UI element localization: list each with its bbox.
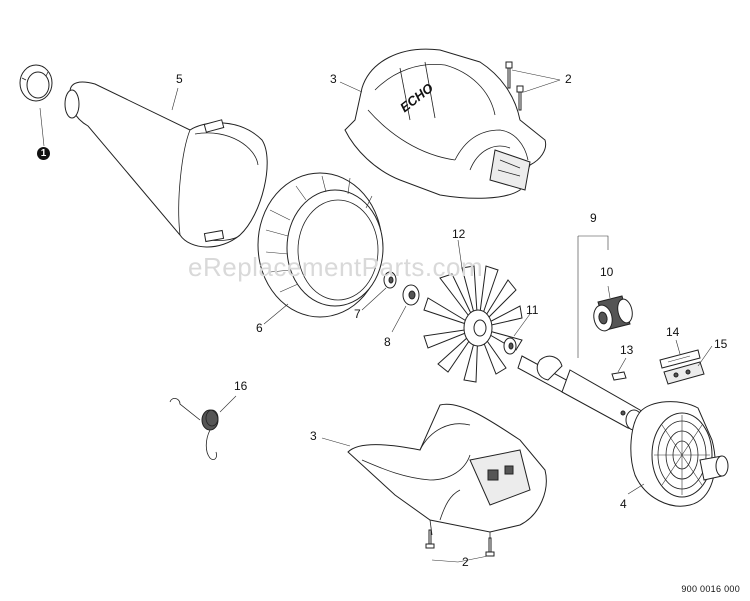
callout-4[interactable]: 4 (620, 497, 627, 511)
callout-10[interactable]: 10 (600, 265, 614, 279)
part-10-bearing[interactable] (591, 295, 634, 333)
part-2-screws-bottom[interactable] (425, 529, 495, 557)
drawing-code: 900 0016 000 (681, 584, 740, 594)
callout-2-bottom[interactable]: 2 (462, 555, 469, 569)
part-11-washer[interactable] (503, 337, 517, 355)
part-1-ring[interactable] (19, 64, 53, 102)
part-2-screws-top[interactable] (505, 61, 524, 111)
callout-16[interactable]: 16 (234, 379, 248, 393)
watermark: eReplacementParts.com (188, 252, 484, 282)
callout-9[interactable]: 9 (590, 211, 597, 225)
part-9-shaft-assembly[interactable] (517, 355, 644, 431)
part-6-fan-shroud[interactable] (257, 172, 384, 318)
part-8-washer[interactable] (402, 284, 420, 306)
part-16-spring[interactable] (169, 398, 219, 460)
callout-3-lower[interactable]: 3 (310, 429, 317, 443)
callout-13[interactable]: 13 (620, 343, 634, 357)
callout-11[interactable]: 11 (526, 303, 539, 317)
callout-3-upper[interactable]: 3 (330, 72, 337, 86)
callout-1[interactable]: 1 (37, 147, 50, 160)
part-13-key[interactable] (611, 371, 627, 381)
part-7-washer[interactable] (383, 271, 397, 289)
part-3-lower-housing[interactable] (347, 403, 547, 544)
callout-5[interactable]: 5 (176, 72, 183, 86)
callout-14[interactable]: 14 (666, 325, 680, 339)
part-15-plate[interactable] (663, 361, 705, 385)
part-5-nozzle[interactable] (64, 81, 268, 248)
callout-7[interactable]: 7 (354, 307, 361, 321)
part-3-upper-housing[interactable] (344, 48, 547, 199)
leader-lines (39, 69, 713, 563)
part-4-end-cover[interactable] (630, 401, 729, 507)
callout-6[interactable]: 6 (256, 321, 263, 335)
callout-2-top[interactable]: 2 (565, 72, 572, 86)
callout-15[interactable]: 15 (714, 337, 728, 351)
callout-8[interactable]: 8 (384, 335, 391, 349)
part-14-plate[interactable] (659, 349, 701, 369)
callout-12[interactable]: 12 (452, 227, 466, 241)
part-12-impeller[interactable] (423, 265, 523, 383)
